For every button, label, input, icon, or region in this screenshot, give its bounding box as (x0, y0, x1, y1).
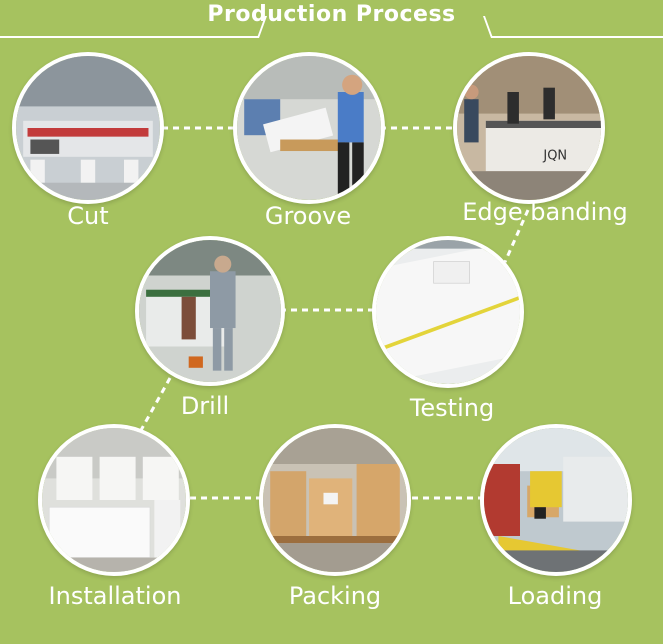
page-title: Production Process (207, 2, 456, 27)
edge-banding-photo: JQN (453, 52, 605, 204)
connector-edge-testing (503, 209, 530, 263)
svg-text:JQN: JQN (542, 149, 567, 164)
drill-label: Drill (180, 392, 230, 420)
groove-photo (233, 52, 385, 204)
drill-photo (135, 236, 285, 386)
testing-photo (372, 236, 524, 388)
testing-label: Testing (409, 394, 495, 422)
packing-label: Packing (288, 582, 382, 610)
installation-photo (38, 424, 190, 576)
loading-label: Loading (507, 582, 603, 610)
installation-label: Installation (48, 582, 182, 610)
title-underline-right (492, 36, 663, 38)
loading-photo (480, 424, 632, 576)
edge-banding-label: Edge banding (462, 198, 628, 226)
cut-label: Cut (67, 202, 109, 230)
title-underline-left (0, 36, 258, 38)
groove-label: Groove (264, 202, 352, 230)
cut-photo (12, 52, 164, 204)
packing-photo (259, 424, 411, 576)
